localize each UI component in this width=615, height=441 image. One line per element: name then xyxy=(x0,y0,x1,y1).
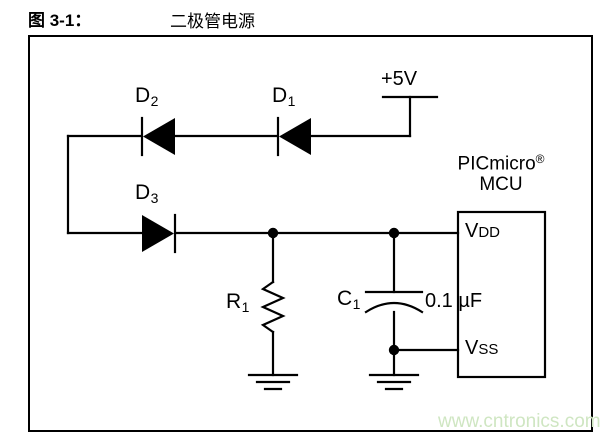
supply-voltage-label: +5V xyxy=(381,68,418,90)
mcu-chip-body xyxy=(456,210,547,379)
capacitor-c1-index: 1 xyxy=(352,295,361,312)
capacitor-c1-refdes: C xyxy=(337,287,353,310)
diode-d2-index: 2 xyxy=(150,92,159,109)
resistor-r1-refdes: R xyxy=(226,290,242,313)
diode-d1-index: 1 xyxy=(287,92,296,109)
mcu-pin-vdd-suffix: DD xyxy=(478,224,501,241)
figure-caption: 图 3-1： 二极管电源 xyxy=(28,6,588,32)
figure-number-label: 图 3-1： xyxy=(28,11,92,30)
d2-diode-triangle xyxy=(143,118,175,155)
diode-d3-index: 3 xyxy=(150,189,159,206)
d1-diode-triangle xyxy=(279,118,311,155)
junction-dot-vss xyxy=(388,344,400,356)
capacitor-bottom-plate xyxy=(364,301,424,314)
resistor-r1-label: R1 xyxy=(226,290,249,315)
mcu-chip-name-text: PICmicro xyxy=(457,153,536,175)
capacitor-value-label: 0.1 µF xyxy=(425,290,483,312)
junction-dot-c1 xyxy=(388,227,400,239)
diode-d3-label: D3 xyxy=(135,181,158,206)
registered-trademark-icon: ® xyxy=(535,152,545,166)
mcu-chip-name: PICmicro® xyxy=(447,152,555,176)
mcu-chip-subtitle: MCU xyxy=(479,174,523,195)
diode-d1-label: D1 xyxy=(272,84,295,109)
site-watermark: www.cntronics.com xyxy=(438,411,601,432)
capacitor-c1-label: C1 xyxy=(337,287,360,312)
diode-d3-refdes: D xyxy=(135,181,151,204)
mcu-pin-vss-label: VSS xyxy=(465,337,498,360)
resistor-zigzag xyxy=(260,280,286,334)
d3-diode-triangle xyxy=(142,215,174,252)
diode-d2-refdes: D xyxy=(135,84,151,107)
resistor-r1-index: 1 xyxy=(241,298,250,315)
mcu-pin-vss-initial: V xyxy=(465,337,479,359)
junction-dot-r1 xyxy=(267,227,279,239)
mcu-pin-vdd-initial: V xyxy=(465,220,479,242)
mcu-pin-vss-suffix: SS xyxy=(478,341,499,358)
diode-d2-label: D2 xyxy=(135,84,158,109)
diode-d1-refdes: D xyxy=(272,84,288,107)
figure-title-label: 二极管电源 xyxy=(170,12,255,31)
mcu-pin-vdd-label: VDD xyxy=(465,220,500,243)
